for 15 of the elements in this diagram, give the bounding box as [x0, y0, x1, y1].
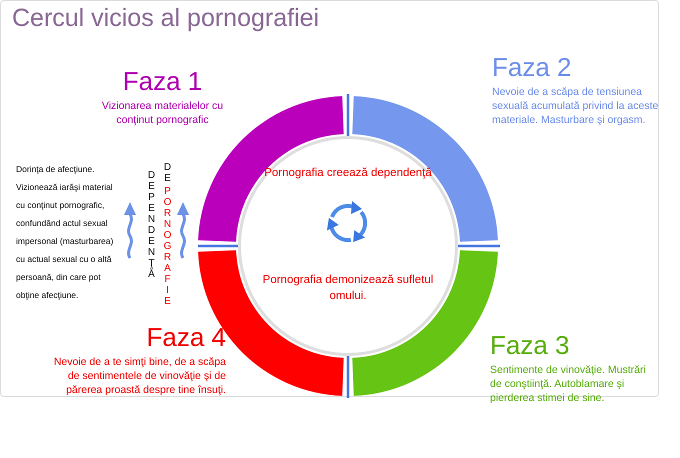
phase-description: Nevoie de a te simţi bine, de a scăpa de sentimentele de vinovăţie şi de părerea proastă despre tine însuţi.	[52, 355, 226, 397]
phase-description: Vizionarea materialelor cu conţinut pornografic	[100, 99, 224, 127]
phase-description: Nevoie de a scăpa de tensiunea sexuală acumulată privind la aceste materiale. Masturbare şi orgasm.	[492, 85, 660, 127]
phase-heading: Faza 2	[492, 52, 572, 82]
phase-heading: Faza 1	[122, 66, 204, 96]
phase-heading: Faza 4	[146, 322, 226, 352]
circle-text: Pornografia creează dependenţă	[263, 166, 433, 181]
vertical-text: PORNOGRAFIE	[162, 186, 172, 307]
diagram-title: Cercul vicios al pornografiei	[12, 4, 320, 33]
phase-heading: Faza 3	[490, 330, 570, 360]
vertical-text: DE	[162, 162, 172, 184]
side-note: Dorinţa de afecţiune. Vizionează iarăşi material cu conţinut pornografic, confundând actul sexual impersonal (masturbarea) cu actual sexual cu o altă persoană, din care pot obţine afecţiune.	[16, 163, 114, 302]
phase-description: Sentimente de vinovăţie. Mustrări de conştiinţă. Autoblamare şi pierderea stimei de sine.	[490, 363, 647, 405]
vertical-text: DEPENDENŢĂ	[146, 170, 156, 280]
circle-text: Pornografia demonizează sufletul omului.	[262, 273, 434, 304]
